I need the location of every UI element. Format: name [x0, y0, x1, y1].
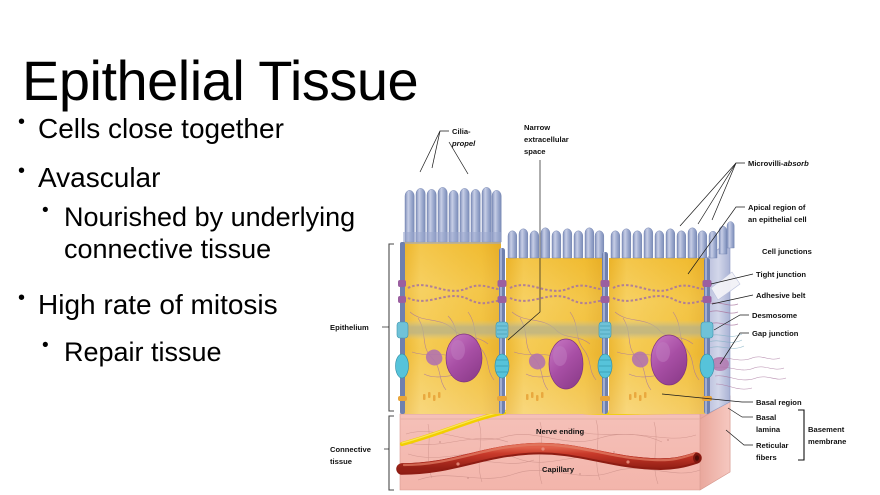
epithelial-cell-2: [506, 227, 605, 414]
page-title: Epithelial Tissue: [22, 48, 419, 112]
label-basal-lamina-l2: lamina: [756, 425, 781, 434]
label-narrow-space-l2: extracellular: [524, 135, 569, 144]
label-cilia: Cilia-: [452, 127, 471, 136]
label-connective-tissue-l1: Connective: [330, 445, 371, 454]
label-reticular-fibers-l2: fibers: [756, 453, 777, 462]
label-apical-region-l1: Apical region of: [748, 203, 806, 212]
label-cell-junctions-heading: Cell junctions: [762, 247, 812, 256]
left-labels: Epithelium Connective tissue: [330, 323, 389, 466]
list-item: Avascular: [14, 157, 394, 194]
epithelium-layer: [395, 187, 787, 415]
label-basal-lamina-l1: Basal: [756, 413, 776, 422]
label-reticular-fibers-l1: Reticular: [756, 441, 789, 450]
region-brackets: [388, 243, 394, 491]
label-adhesive-belt: Adhesive belt: [756, 291, 806, 300]
label-nerve-ending: Nerve ending: [536, 427, 584, 436]
label-tight-junction: Tight junction: [756, 270, 806, 279]
epithelial-cell-3: [609, 227, 708, 414]
label-epithelium: Epithelium: [330, 323, 369, 332]
connective-tissue-bracket: [388, 415, 394, 491]
list-item: Repair tissue: [36, 333, 394, 369]
label-cilia-function: propel: [451, 139, 476, 148]
list-item: Nourished by underlying connective tissu…: [36, 198, 394, 266]
capillary-vessel: [396, 442, 702, 475]
right-labels: Microvilli-absorb Apical region of an ep…: [661, 159, 846, 462]
label-connective-tissue-l2: tissue: [330, 457, 352, 466]
list-item: High rate of mitosis: [14, 284, 394, 321]
label-basement-membrane-l2: membrane: [808, 437, 846, 446]
label-apical-region-l2: an epithelial cell: [748, 215, 807, 224]
cell-junction-columns: [395, 242, 715, 414]
epithelial-cell-1: [403, 187, 502, 414]
label-basement-membrane-l1: Basement: [808, 425, 845, 434]
microvilli-cell-3: [610, 227, 708, 259]
epithelial-tissue-diagram: Nerve ending Capillary: [328, 112, 880, 495]
epithelium-bracket: [388, 243, 394, 412]
top-labels: Cilia- propel Narrow extracellular space: [419, 123, 569, 341]
label-gap-junction: Gap junction: [752, 329, 799, 338]
bullet-list: Cells close together Avascular Nourished…: [14, 108, 394, 369]
label-narrow-space-l1: Narrow: [524, 123, 550, 132]
label-desmosome: Desmosome: [752, 311, 797, 320]
label-capillary: Capillary: [542, 465, 575, 474]
label-microvilli: Microvilli-absorb: [748, 159, 809, 168]
cilia: [403, 187, 502, 244]
label-narrow-space-l3: space: [524, 147, 546, 156]
microvilli-cell-2: [507, 227, 605, 259]
label-basal-region: Basal region: [756, 398, 802, 407]
list-item: Cells close together: [14, 108, 394, 145]
